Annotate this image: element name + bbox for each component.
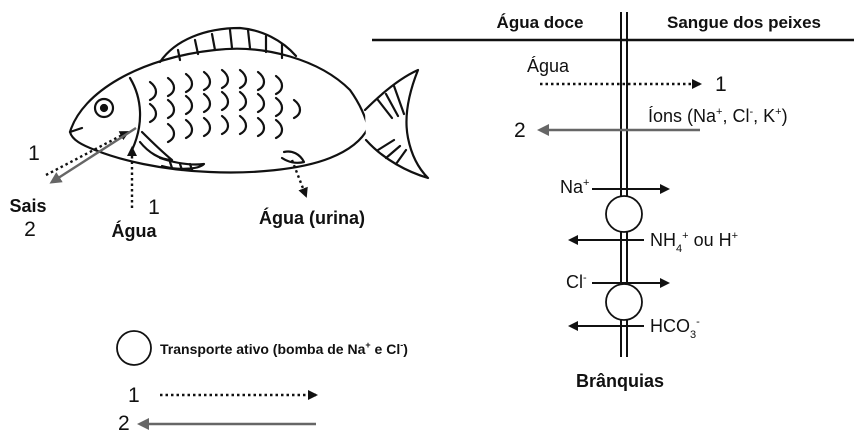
cl-pump [605, 283, 643, 321]
gill-water-label: Água [527, 56, 570, 76]
gill-water-number: 1 [715, 73, 727, 96]
fish-illustration [68, 26, 430, 180]
fish-urine-arrow [290, 159, 308, 198]
gills-label: Brânquias [576, 371, 664, 391]
header: Água doce Sangue dos peixes [372, 13, 854, 42]
legend: Transporte ativo (bomba de Na+ e Cl-) 1 … [116, 330, 408, 435]
fish-salts-out-arrow [49, 126, 137, 184]
fish-water-label: Água [112, 220, 158, 241]
cl-label: Cl- [566, 272, 587, 292]
urine-label: Água (urina) [259, 207, 365, 228]
active-transport: Na+ NH4+ ou H+ Cl- HCO3- Brânquias [560, 177, 738, 391]
na-label: Na+ [560, 177, 589, 197]
gill-ions-number: 2 [514, 119, 526, 142]
legend-pump-label: Transporte ativo (bomba de Na+ e Cl-) [160, 340, 408, 357]
header-right-title: Sangue dos peixes [667, 13, 821, 32]
hco3-label: HCO3- [650, 316, 700, 341]
legend-pump-symbol [116, 330, 152, 366]
salts-number: 2 [24, 218, 36, 241]
fish-labels: 1 Sais 2 1 Água Água (urina) [9, 142, 365, 241]
fish-flows [45, 126, 308, 208]
gill-passive-flows: Água 1 Íons (Na+, Cl-, K+) 2 [514, 56, 788, 142]
fish-water-in-arrow [45, 130, 130, 177]
fish-water-number: 1 [148, 196, 160, 219]
legend-dotted-number: 1 [128, 384, 140, 407]
legend-solid-number: 2 [118, 412, 130, 435]
ions-label: Íons (Na+, Cl-, K+) [648, 106, 788, 126]
nh4-label: NH4+ ou H+ [650, 230, 738, 255]
header-left-title: Água doce [497, 13, 584, 32]
salts-label: Sais [9, 196, 46, 216]
fish-water-in-number: 1 [28, 142, 40, 165]
na-pump [605, 195, 643, 233]
